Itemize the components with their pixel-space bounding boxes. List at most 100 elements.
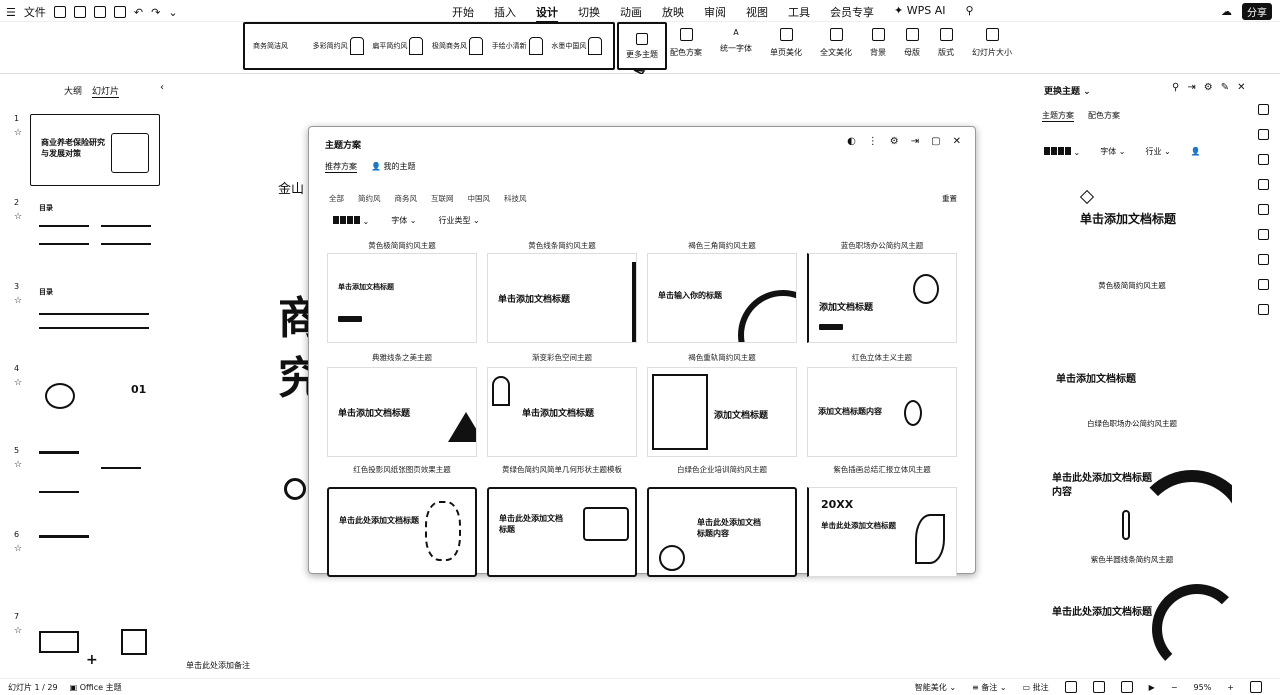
undo-icon[interactable]: ↶ xyxy=(133,5,144,19)
tab-insert[interactable]: 插入 xyxy=(494,6,516,19)
theme-name[interactable]: ▣ Office 主题 xyxy=(69,683,122,692)
theme-card[interactable]: 单击此处添加文档标题内容 xyxy=(647,487,797,577)
settings-icon[interactable]: ⚙ xyxy=(889,136,899,147)
book-icon[interactable] xyxy=(1257,254,1269,265)
layout-button[interactable]: 版式 xyxy=(938,28,954,58)
slide-size-button[interactable]: 幻灯片大小 xyxy=(972,28,1012,58)
panel-title[interactable]: 更换主题 ⌄ xyxy=(1044,87,1091,97)
slide-thumb-3[interactable]: 3 ☆ 目录 xyxy=(14,282,164,360)
theme-card[interactable]: 单击添加文档标题 xyxy=(487,367,637,457)
menu-icon[interactable]: ☰ xyxy=(6,5,16,19)
theme-card[interactable]: 单击添加文档标题 xyxy=(327,367,477,457)
background-button[interactable]: 背景 xyxy=(870,28,886,58)
panel-theme-card[interactable]: 单击此处添加文档标题 xyxy=(1042,574,1232,674)
animation-icon[interactable] xyxy=(1257,204,1269,215)
star-icon[interactable]: ☆ xyxy=(14,296,23,306)
help-icon[interactable] xyxy=(1257,304,1269,315)
grid-view-icon[interactable] xyxy=(1092,681,1105,693)
redo-icon[interactable]: ↷ xyxy=(151,5,161,19)
refresh-icon[interactable] xyxy=(1257,179,1269,190)
gallery-theme-4[interactable]: 极简商务风 xyxy=(432,37,486,55)
zoom-level[interactable]: 95% xyxy=(1193,682,1212,692)
tools-icon[interactable] xyxy=(1257,229,1269,240)
minimize-icon[interactable]: ▢ xyxy=(931,136,941,147)
gallery-theme-2[interactable]: 多彩简约风 xyxy=(313,37,367,55)
user-icon[interactable]: 👤 xyxy=(1190,147,1201,156)
theme-card[interactable]: 单击添加文档标题 xyxy=(487,253,637,343)
tab-color-scheme[interactable]: 配色方案 xyxy=(1088,111,1120,120)
gallery-theme-3[interactable]: 扁平简约风 xyxy=(372,37,426,55)
tab-review[interactable]: 审阅 xyxy=(704,6,726,19)
theme-card[interactable]: 单击添加文档标题 xyxy=(327,253,477,343)
tab-design[interactable]: 设计 xyxy=(536,4,558,23)
panel-theme-card[interactable]: 单击添加文档标题 xyxy=(1042,166,1232,286)
gallery-theme-1[interactable]: 商务简洁风 xyxy=(253,41,307,51)
star-icon[interactable] xyxy=(1257,129,1269,140)
cat-tech[interactable]: 科技风 xyxy=(504,194,527,203)
tab-home[interactable]: 开始 xyxy=(452,6,474,19)
print-icon[interactable] xyxy=(93,6,106,18)
save-icon[interactable] xyxy=(53,6,66,18)
bulb-icon[interactable]: ⚲ xyxy=(1172,82,1180,93)
star-icon[interactable]: ☆ xyxy=(14,212,23,222)
tab-transition[interactable]: 切换 xyxy=(578,6,600,19)
full-beautify-button[interactable]: 全文美化 xyxy=(820,28,852,58)
gear-icon[interactable]: ⚙ xyxy=(1203,82,1213,93)
wps-ai-button[interactable]: ✦ WPS AI xyxy=(894,4,946,17)
tab-outline[interactable]: 大纲 xyxy=(64,87,83,97)
master-button[interactable]: 母版 xyxy=(904,28,920,58)
more-icon[interactable]: ⋮ xyxy=(867,136,878,147)
share-icon[interactable] xyxy=(1257,279,1269,290)
zoom-in-icon[interactable]: + xyxy=(1227,682,1234,692)
tab-slideshow[interactable]: 放映 xyxy=(662,6,684,19)
slide-thumb-4[interactable]: 4 ☆ 01 xyxy=(14,364,164,442)
slide-thumb-7[interactable]: 7 ☆ xyxy=(14,612,164,690)
tab-tools[interactable]: 工具 xyxy=(788,6,810,19)
preview-icon[interactable] xyxy=(113,6,126,18)
star-icon[interactable]: ☆ xyxy=(14,626,23,636)
collapse-icon[interactable]: ‹ xyxy=(160,82,164,93)
tab-view[interactable]: 视图 xyxy=(746,6,768,19)
search-icon[interactable]: ⚲ xyxy=(965,4,974,17)
industry-filter[interactable]: 行业 ⌄ xyxy=(1145,147,1171,156)
slide-thumb-1[interactable]: 1 ☆ 商业养老保险研究与发展对策 xyxy=(14,114,164,192)
file-menu[interactable]: 文件 xyxy=(23,6,46,19)
cat-simple[interactable]: 简约风 xyxy=(358,194,381,203)
ai-icon[interactable]: ◐ xyxy=(847,136,856,147)
single-page-beautify-button[interactable]: 单页美化 xyxy=(770,28,802,58)
export-icon[interactable] xyxy=(73,6,86,18)
tab-animation[interactable]: 动画 xyxy=(620,6,642,19)
share-icon[interactable]: ⇥ xyxy=(1187,82,1196,93)
reading-view-icon[interactable] xyxy=(1120,681,1133,693)
slide-thumb-5[interactable]: 5 ☆ xyxy=(14,446,164,524)
font-filter[interactable]: 字体 ⌄ xyxy=(391,216,417,225)
cloud-icon[interactable]: ☁ xyxy=(1221,5,1232,18)
star-icon[interactable]: ☆ xyxy=(14,128,23,138)
gallery-theme-5[interactable]: 手绘小清新 xyxy=(492,37,546,55)
theme-card[interactable]: 添加文档标题内容 xyxy=(807,367,957,457)
color-filter[interactable]: ⌄ xyxy=(333,215,369,226)
star-icon[interactable]: ☆ xyxy=(14,378,23,388)
pin-icon[interactable]: ⇥ xyxy=(910,136,920,147)
tab-my-themes[interactable]: 👤 我的主题 xyxy=(371,162,416,171)
theme-icon[interactable] xyxy=(1257,104,1269,115)
notes-button[interactable]: ≡ 备注 ⌄ xyxy=(972,682,1007,692)
color-filter[interactable]: ⌄ xyxy=(1044,146,1080,157)
color-scheme-button[interactable]: 配色方案 xyxy=(670,28,702,58)
slide-thumb-6[interactable]: 6 ☆ xyxy=(14,530,164,608)
gallery-theme-6[interactable]: 水墨中国风 xyxy=(551,37,605,55)
cat-business[interactable]: 商务风 xyxy=(394,194,418,203)
theme-card[interactable]: 单击此处添加文档标题 xyxy=(487,487,637,577)
tab-member[interactable]: 会员专享 xyxy=(830,6,874,19)
cat-internet[interactable]: 互联网 xyxy=(431,194,454,203)
close-icon[interactable]: ✕ xyxy=(952,136,961,147)
tab-recommended[interactable]: 推荐方案 xyxy=(325,162,357,173)
share-button[interactable]: 分享 xyxy=(1242,3,1272,20)
theme-card[interactable]: 单击输入你的标题 xyxy=(647,253,797,343)
cat-all[interactable]: 全部 xyxy=(329,194,344,203)
star-icon[interactable]: ☆ xyxy=(14,460,23,470)
fit-window-icon[interactable] xyxy=(1250,681,1262,693)
font-filter[interactable]: 字体 ⌄ xyxy=(1100,147,1126,156)
star-icon[interactable]: ☆ xyxy=(14,544,23,554)
